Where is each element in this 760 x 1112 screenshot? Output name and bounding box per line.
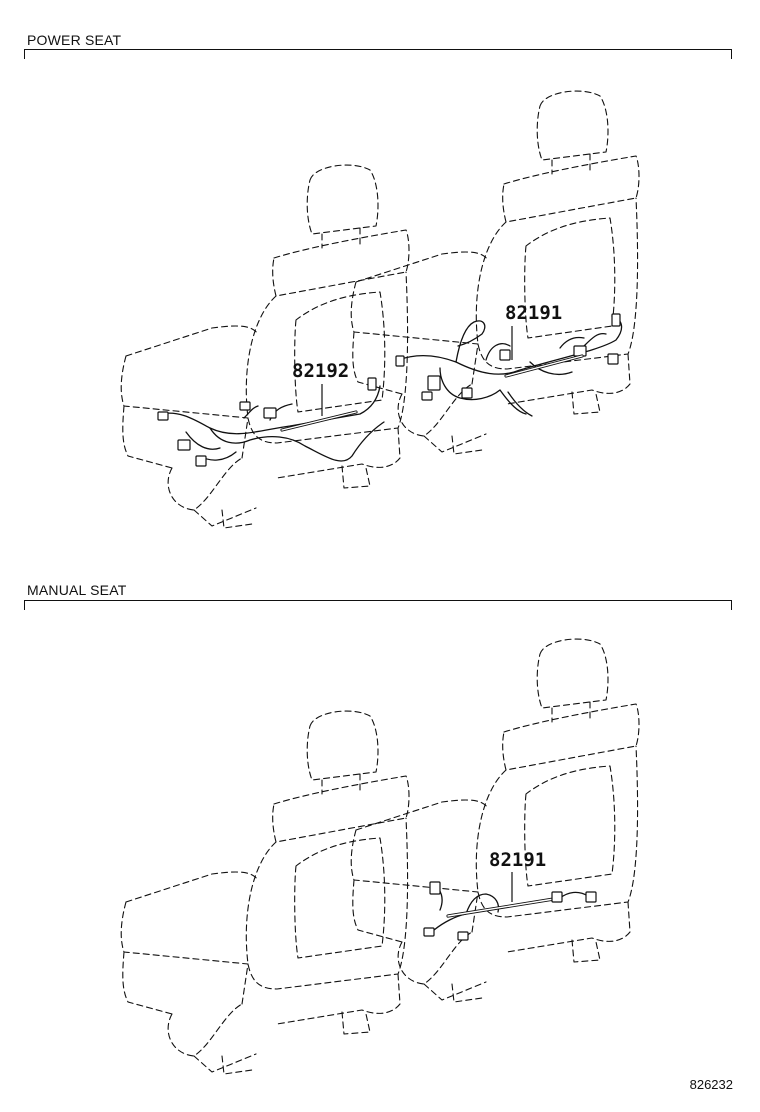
part-label-82192[interactable]: 82192	[292, 360, 350, 382]
part-label-82191-manual[interactable]: 82191	[489, 849, 547, 871]
manual-seat-left-outline	[120, 710, 410, 1075]
manual-seat-right-outline	[350, 638, 640, 1003]
section-divider-manual-seat	[24, 600, 732, 610]
part-label-82191-power[interactable]: 82191	[505, 302, 563, 324]
section-divider-power-seat	[24, 49, 732, 59]
harness-82191-manual-drawing	[423, 881, 597, 941]
power-seat-left-outline	[120, 164, 410, 529]
harness-82191-power-drawing	[395, 313, 623, 417]
power-seat-right-outline	[350, 90, 640, 455]
figure-number: 826232	[689, 1077, 733, 1092]
section-title-power-seat: POWER SEAT	[27, 32, 122, 48]
section-title-manual-seat: MANUAL SEAT	[27, 582, 127, 598]
harness-82192-drawing	[157, 377, 385, 467]
